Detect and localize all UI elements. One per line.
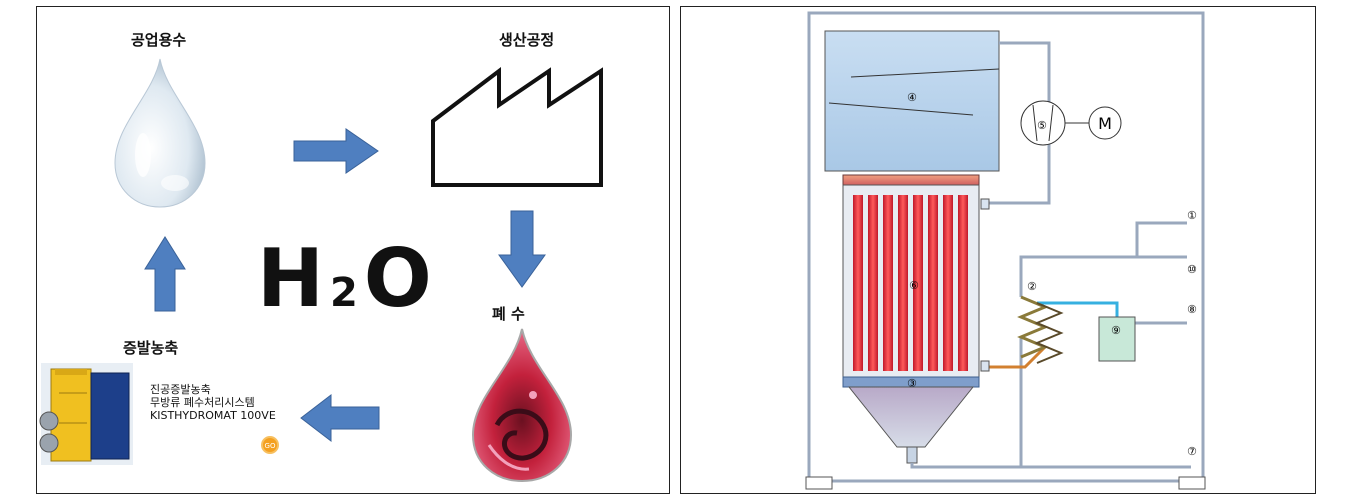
label-production-process: 생산공정 [499, 31, 555, 49]
marker-8: ⑧ [1187, 303, 1197, 316]
product-line-2: 무방류 폐수처리시스템 [150, 396, 255, 409]
marker-5: ⑤ [1037, 119, 1047, 132]
arrow-down-icon [498, 210, 546, 288]
label-wastewater: 폐 수 [492, 305, 525, 323]
water-drop-icon [114, 58, 206, 208]
marker-4: ④ [907, 91, 917, 104]
marker-9: ⑨ [1111, 324, 1121, 337]
arrow-right-icon [293, 128, 379, 174]
heating-tubes [853, 195, 968, 371]
arrow-left-icon [300, 393, 380, 443]
marker-1: ① [1187, 209, 1197, 222]
marker-6: ⑥ [909, 279, 919, 292]
marker-7: ⑦ [1187, 445, 1197, 458]
marker-3: ③ [907, 377, 917, 390]
product-description: 진공증발농축 무방류 폐수처리시스템 KISTHYDROMAT 100VE [150, 383, 276, 422]
marker-10: ⑩ [1187, 263, 1197, 276]
evaporator-schematic: M ① ② ③ ④ ⑤ ⑥ ⑦ ⑧ ⑨ ⑩ [805, 11, 1206, 490]
evaporator-machine-image [39, 363, 133, 465]
svg-text:GO: GO [265, 442, 276, 450]
product-line-3: KISTHYDROMAT 100VE [150, 409, 276, 422]
product-line-1: 진공증발농축 [150, 383, 211, 396]
evaporator-schematic-panel: M ① ② ③ ④ ⑤ ⑥ ⑦ ⑧ ⑨ ⑩ [680, 6, 1316, 494]
wastewater-drop-icon [471, 328, 573, 483]
go-badge: GO [261, 436, 279, 454]
marker-2: ② [1027, 280, 1037, 293]
label-industrial-water: 공업용수 [131, 31, 187, 49]
label-evaporation: 증발농축 [123, 339, 179, 357]
factory-icon [431, 66, 603, 187]
motor-label: M [1098, 114, 1112, 133]
arrow-up-icon [144, 236, 186, 312]
